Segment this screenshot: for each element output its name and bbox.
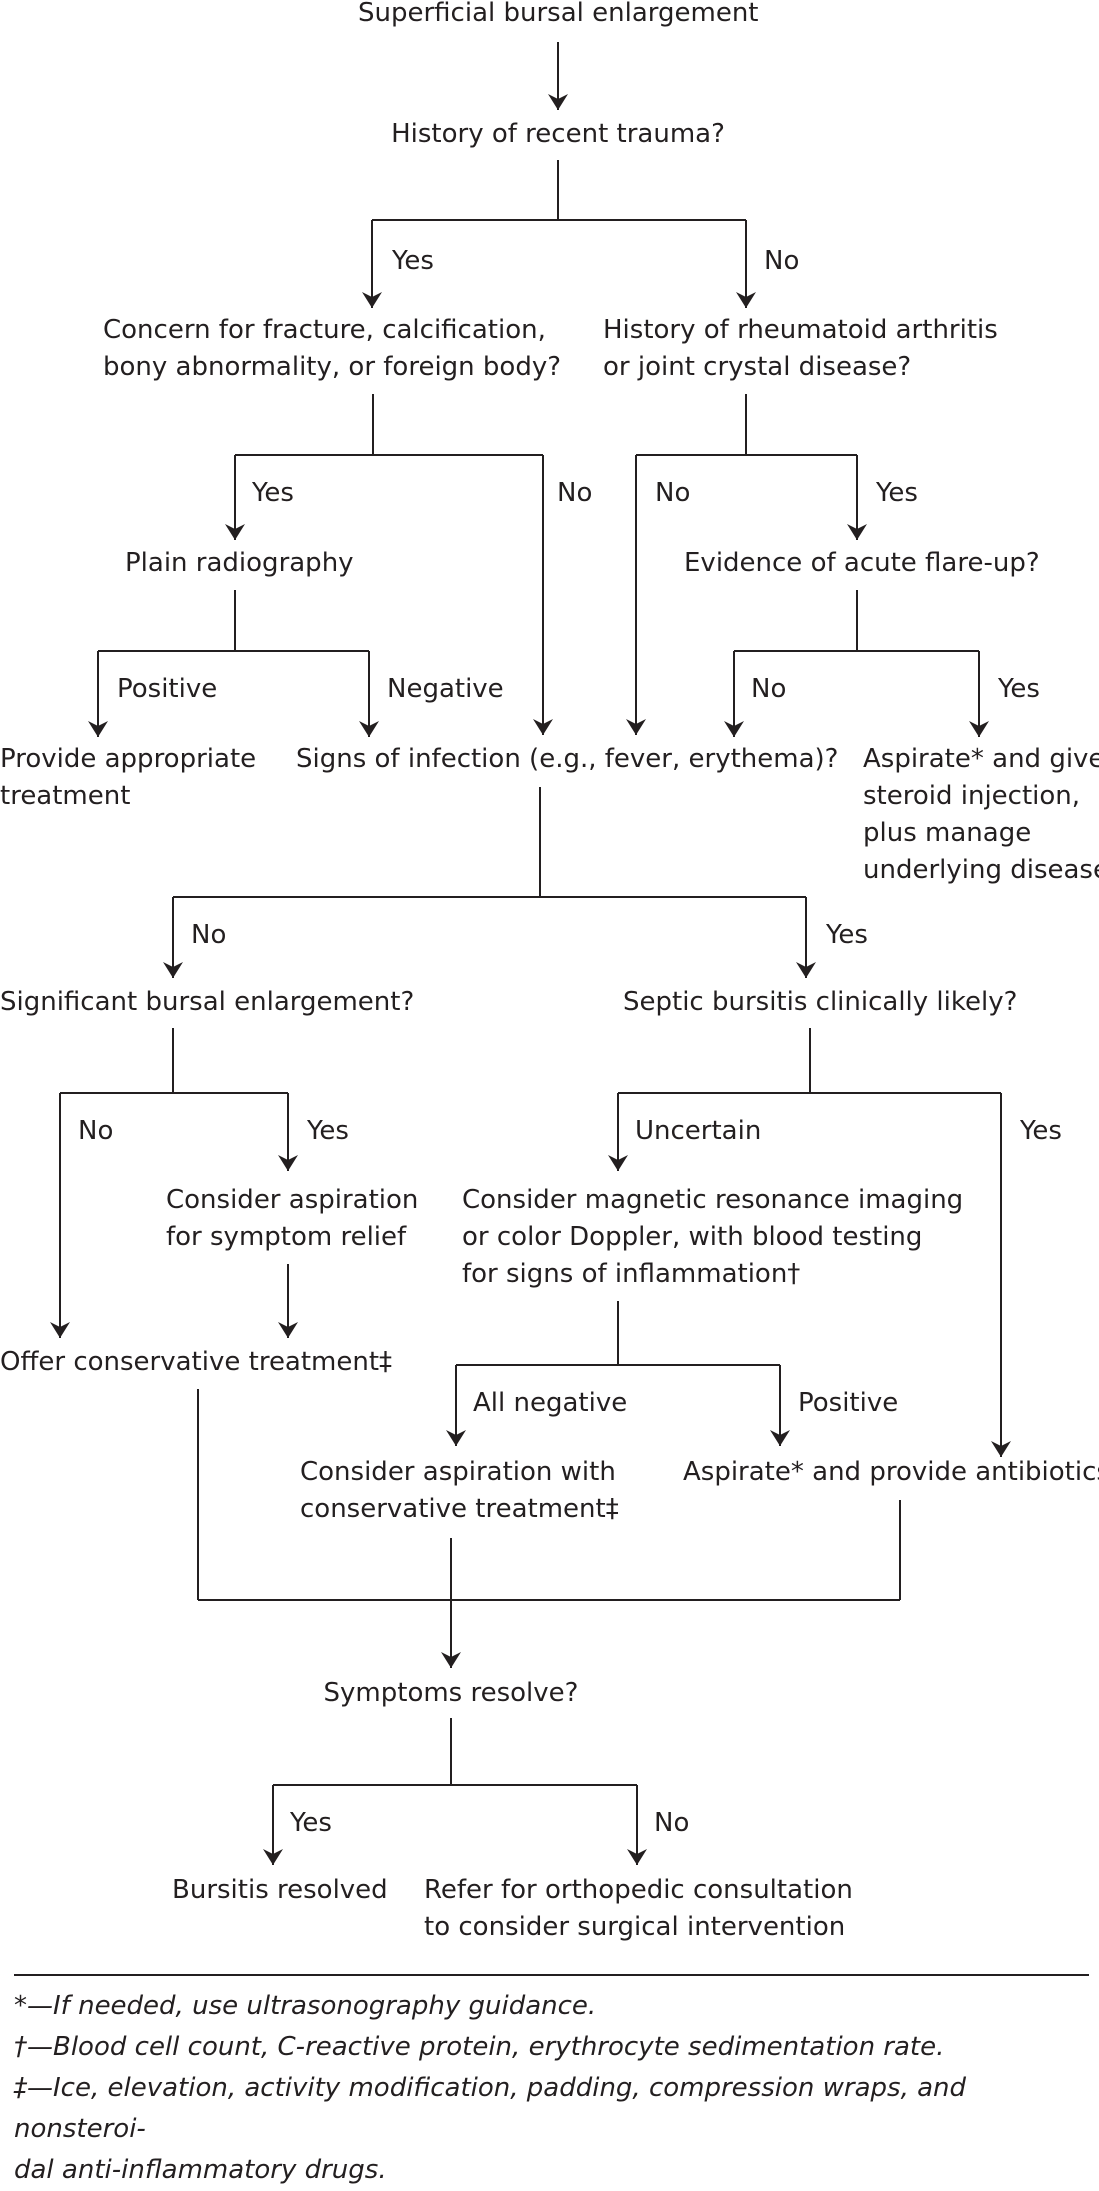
node-line: Bursitis resolved [172, 1875, 388, 1905]
footnotes: *—If needed, use ultrasonography guidanc… [14, 1986, 1089, 2191]
edge-flare-split [734, 590, 979, 652]
node-line: Significant bursal enlargement? [0, 987, 415, 1017]
edge-label-radiography-negative: Negative [387, 674, 504, 704]
node-aspirate-antibiotics: Aspirate* and provide antibiotics [683, 1454, 1099, 1491]
edge-merge-bar [197, 1389, 901, 1601]
node-refer-orthopedic: Refer for orthopedic consultation to con… [424, 1872, 853, 1946]
footnote-double-dagger: ‡—Ice, elevation, activity modification,… [14, 2073, 967, 2144]
edge-significant-split [60, 1028, 288, 1094]
footnote-double-dagger-continued: dal anti-inflammatory drugs. [14, 2155, 387, 2185]
node-offer-conservative: Offer conservative treatment‡ [0, 1344, 392, 1381]
edge-resolve-split [273, 1718, 637, 1786]
node-line: underlying disease [863, 855, 1099, 885]
node-line: treatment [0, 781, 131, 811]
edge-rheum-split [636, 394, 857, 456]
edge-label-infection-yes: Yes [826, 920, 868, 950]
edge-label-mri-all-negative: All negative [473, 1388, 628, 1418]
node-line: conservative treatment‡ [300, 1494, 619, 1524]
node-line: History of rheumatoid arthritis [603, 315, 998, 345]
node-line: Offer conservative treatment‡ [0, 1347, 393, 1377]
node-line: Septic bursitis clinically likely? [623, 987, 1018, 1017]
node-bursitis-resolved: Bursitis resolved [172, 1872, 388, 1909]
edge-label-fracture-yes: Yes [252, 478, 294, 508]
node-line: for signs of inflammation† [462, 1259, 801, 1289]
node-aspiration-relief: Consider aspiration for symptom relief [166, 1182, 418, 1256]
node-line: Provide appropriate [0, 744, 257, 774]
node-line: Refer for orthopedic consultation [424, 1875, 853, 1905]
node-rheumatoid-history: History of rheumatoid arthritis or joint… [603, 312, 998, 386]
edge-label-trauma-no: No [764, 246, 800, 276]
node-line: Aspirate* and provide antibiotics [683, 1457, 1099, 1487]
node-line: Consider magnetic resonance imaging [462, 1185, 964, 1215]
edge-fracture-split [235, 394, 543, 456]
node-plain-radiography: Plain radiography [125, 545, 354, 582]
edge-label-resolve-no: No [654, 1808, 690, 1838]
edge-label-flare-yes: Yes [998, 674, 1040, 704]
node-aspirate-steroid: Aspirate* and give steroid injection, pl… [863, 741, 1099, 889]
edge-infection-split [173, 787, 806, 898]
footnote-asterisk: *—If needed, use ultrasonography guidanc… [14, 1991, 597, 2021]
edge-septic-split [618, 1028, 1001, 1094]
edge-label-resolve-yes: Yes [290, 1808, 332, 1838]
node-line: to consider surgical intervention [424, 1912, 846, 1942]
edge-label-significant-yes: Yes [307, 1116, 349, 1146]
node-line: for symptom relief [166, 1222, 407, 1252]
node-aspiration-conservative: Consider aspiration with conservative tr… [300, 1454, 619, 1528]
edge-mri-split [456, 1301, 780, 1366]
node-fracture-concern: Concern for fracture, calcification, bon… [103, 312, 561, 386]
node-line: plus manage [863, 818, 1032, 848]
edge-label-septic-yes: Yes [1020, 1116, 1062, 1146]
node-line: Consider aspiration with [300, 1457, 616, 1487]
edge-radiography-split [98, 590, 369, 652]
edge-label-radiography-positive: Positive [117, 674, 218, 704]
node-line: Plain radiography [125, 548, 354, 578]
node-provide-treatment: Provide appropriate treatment [0, 741, 256, 815]
edge-label-septic-uncertain: Uncertain [635, 1116, 762, 1146]
edge-trauma-split [372, 160, 746, 221]
node-symptoms-resolve: Symptoms resolve? [301, 1675, 601, 1712]
node-line: Signs of infection (e.g., fever, erythem… [296, 744, 839, 774]
node-line: History of recent trauma? [391, 119, 725, 149]
node-line: Aspirate* and give [863, 744, 1099, 774]
node-mri-doppler: Consider magnetic resonance imaging or c… [462, 1182, 963, 1293]
edge-label-fracture-no: No [557, 478, 593, 508]
node-line: Consider aspiration [166, 1185, 419, 1215]
footnote-dagger: †—Blood cell count, C-reactive protein, … [14, 2032, 945, 2062]
edge-label-rheum-no: No [655, 478, 691, 508]
edge-label-rheum-yes: Yes [876, 478, 918, 508]
edge-label-mri-positive: Positive [798, 1388, 899, 1418]
node-line: Superficial bursal enlargement [358, 0, 759, 28]
node-line: Symptoms resolve? [323, 1678, 579, 1708]
node-line: or joint crystal disease? [603, 352, 912, 382]
node-recent-trauma: History of recent trauma? [358, 116, 758, 153]
node-line: or color Doppler, with blood testing [462, 1222, 923, 1252]
edge-label-flare-no: No [751, 674, 787, 704]
edge-label-trauma-yes: Yes [392, 246, 434, 276]
node-line: steroid injection, [863, 781, 1081, 811]
node-line: bony abnormality, or foreign body? [103, 352, 562, 382]
node-start: Superficial bursal enlargement [358, 0, 759, 32]
node-septic-likely: Septic bursitis clinically likely? [623, 984, 1017, 1021]
node-acute-flare-up: Evidence of acute flare-up? [684, 545, 1040, 582]
node-line: Evidence of acute flare-up? [684, 548, 1040, 578]
node-significant-enlargement: Significant bursal enlargement? [0, 984, 414, 1021]
edge-label-significant-no: No [78, 1116, 114, 1146]
node-signs-of-infection: Signs of infection (e.g., fever, erythem… [296, 741, 838, 778]
node-line: Concern for fracture, calcification, [103, 315, 546, 345]
edge-label-infection-no: No [191, 920, 227, 950]
